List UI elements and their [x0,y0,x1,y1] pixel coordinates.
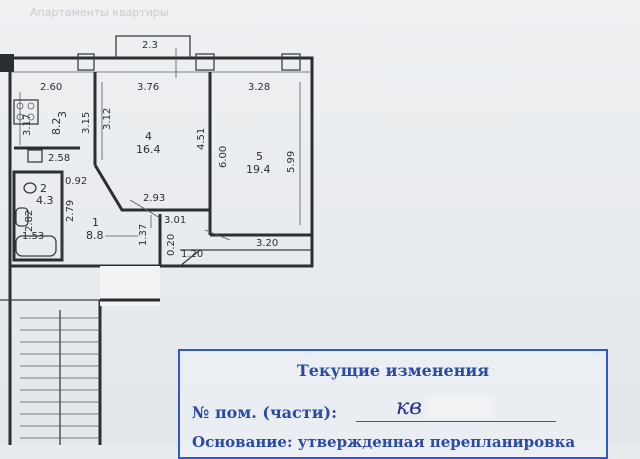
kitchen-stove [13,99,39,125]
stove-burner-icon [16,113,24,121]
dim-r3-inner: 3.15 [81,112,92,134]
bathtub-icon [15,235,57,257]
room-2-number: 2 [40,182,47,195]
wall-pier [0,54,14,72]
dim-r2-top: 0.92 [65,176,87,187]
room-2-area: 4.3 [36,194,54,207]
dim-r5-right: 5.99 [286,151,297,173]
stamp-room-underline [356,421,556,422]
room-3-area: 8.2 [50,118,63,136]
floor-plan: Апартаменты квартиры [0,6,314,445]
stamp-basis: Основание: утвержденная перепланировка [192,433,576,451]
dim-r5-left: 6.00 [218,146,229,168]
balcony-outline [115,35,191,58]
room-1-number: 1 [92,216,99,229]
dim-hall-diag: 2.93 [143,193,165,204]
dim-r4-top: 3.76 [137,82,159,93]
redacted-room-number [425,395,495,419]
stove-burner-icon [27,113,35,121]
dim-r4-right: 4.51 [196,128,207,150]
door-sill [179,249,312,267]
dim-hall-h: 1.37 [138,224,149,246]
toilet-icon [15,207,29,227]
room-4-area: 16.4 [136,143,161,156]
washbasin-icon [23,182,37,194]
dim-r2-w: 2.82 [24,210,35,232]
dim-r5-top: 3.28 [248,82,270,93]
stove-burner-icon [16,102,24,110]
dim-r3-top: 2.60 [40,82,62,93]
wall-hall-diagonal [93,164,210,212]
dim-hall-small: 0.20 [166,234,177,256]
window-2 [195,53,215,71]
room-3-number: 3 [56,111,69,118]
window-1 [77,53,95,71]
dim-r4-side: 3.12 [102,108,113,130]
changes-stamp: Текущие изменения № пом. (части): кв Осн… [178,349,608,459]
kitchen-sink [27,149,43,163]
bathroom-box [12,170,64,262]
room-5-area: 19.4 [246,163,271,176]
dim-r3-side: 3.17 [22,114,33,136]
r5-bottom-tick [204,229,231,241]
room-1-area: 8.8 [86,229,104,242]
dim-r2-h: 2.79 [65,200,76,222]
room-5-number: 5 [256,150,263,163]
window-3 [281,53,301,71]
dim-r2-bottom: 1.53 [22,231,44,242]
stamp-room-label: № пом. (части): [192,403,338,422]
faded-header-text: Апартаменты квартиры [30,6,169,19]
dim-hall-w: 3.01 [164,215,186,226]
dim-r3-bottom: 2.58 [48,153,70,164]
stove-burner-icon [27,102,35,110]
room-4-number: 4 [145,130,152,143]
stair-treads [20,317,100,439]
dim-r5-bottom: 3.20 [256,238,278,249]
dim-hall-small2: 1.20 [181,249,203,260]
dim-balcony: 2.3 [142,40,158,51]
stamp-title: Текущие изменения [296,361,490,380]
stamp-room-value: кв [396,395,422,420]
hall-dim-diag [129,199,161,219]
